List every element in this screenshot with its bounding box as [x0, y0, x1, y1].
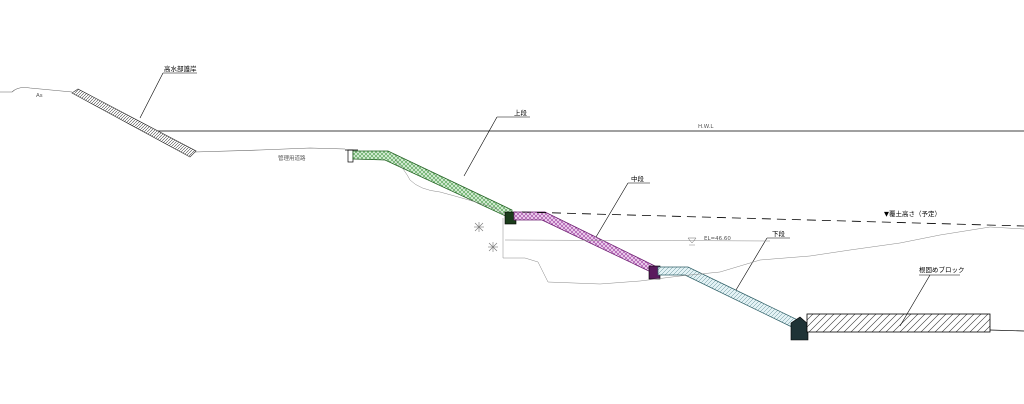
high-water-revetment — [71, 88, 197, 158]
hwl-label: H.W.L — [698, 124, 714, 130]
lower-tier-leader — [735, 237, 768, 291]
left-ground-line — [0, 87, 73, 93]
crest-line — [194, 147, 346, 153]
crown-post — [347, 149, 354, 163]
water-level-marker — [687, 237, 697, 244]
left-mark: As — [36, 93, 43, 99]
upper-tier-label: 上段 — [514, 108, 528, 117]
foot-block-label: 根固めブロック — [919, 265, 965, 274]
middle-tier-leader — [595, 182, 629, 238]
revetment-label: 高水部護岸 — [164, 64, 197, 73]
water-level-line — [504, 239, 771, 242]
river-bed-line — [989, 329, 1024, 332]
fill-height-label: ▼覆土高さ（予定） — [884, 209, 941, 218]
survey-marker-1 — [474, 222, 484, 232]
lower-tier-revetment — [657, 266, 803, 331]
fill-height-line — [521, 211, 1024, 227]
elevation-label: EL=46.60 — [704, 236, 731, 242]
middle-tier-label: 中段 — [631, 174, 645, 183]
middle-tier-revetment — [513, 211, 656, 275]
survey-marker-2 — [488, 242, 498, 252]
foot-block-leader — [899, 274, 931, 327]
upper-tier-leader — [463, 116, 498, 177]
existing-ground-profile — [394, 159, 1024, 285]
upper-tier-revetment — [352, 150, 513, 220]
management-road-label: 管理用道路 — [278, 154, 306, 162]
revetment-leader — [139, 72, 164, 119]
lower-tier-label: 下段 — [772, 229, 786, 238]
foot-protection-block — [806, 313, 991, 333]
